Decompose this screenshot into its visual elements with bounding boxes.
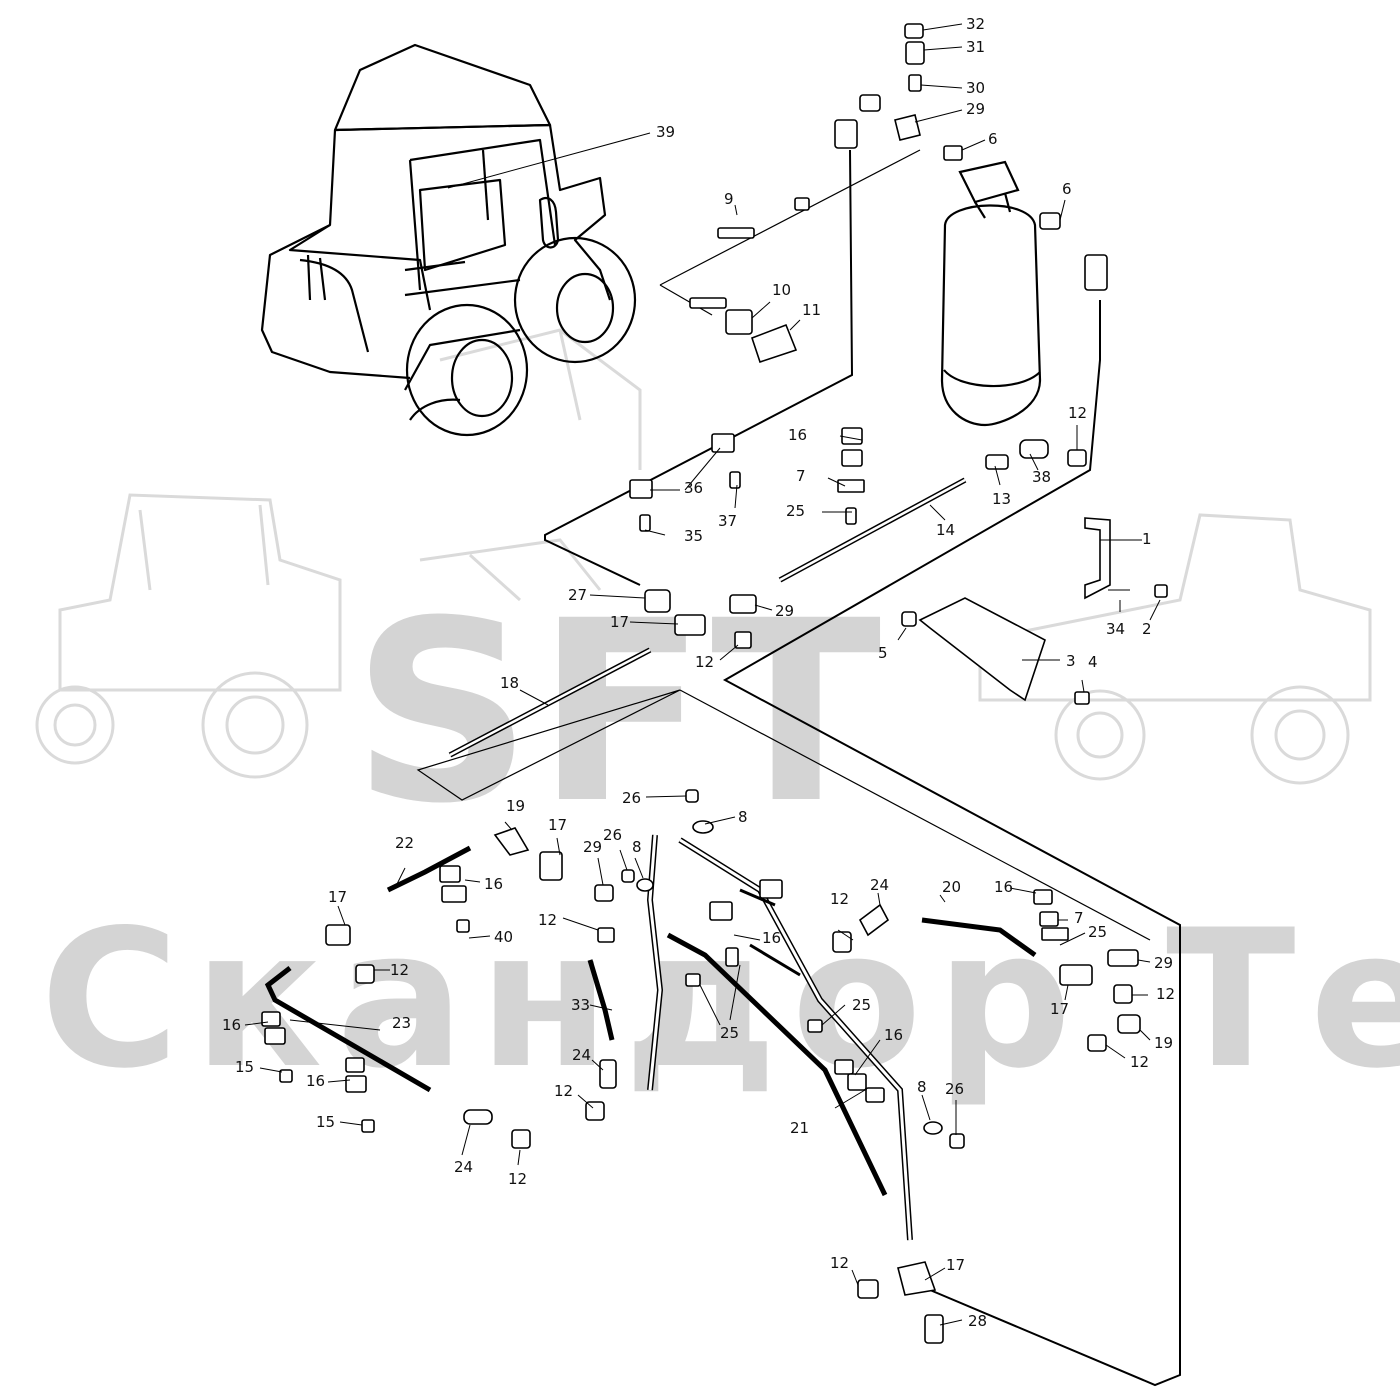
tractor-cab — [260, 43, 637, 437]
air-tank — [940, 160, 1042, 427]
callout-7: 7 — [1074, 909, 1084, 927]
callout-17: 17 — [610, 613, 629, 631]
callout-26: 26 — [945, 1080, 964, 1098]
callout-28: 28 — [968, 1312, 987, 1330]
callout-16: 16 — [788, 426, 807, 444]
callout-15: 15 — [235, 1058, 254, 1076]
callout-9: 9 — [724, 190, 734, 208]
callout-16: 16 — [306, 1072, 325, 1090]
callout-23: 23 — [392, 1014, 411, 1032]
callout-26: 26 — [603, 826, 622, 844]
callout-12: 12 — [1156, 985, 1175, 1003]
callout-20: 20 — [942, 878, 961, 896]
watermark-brand: SFT — [352, 567, 886, 858]
callout-8: 8 — [917, 1078, 927, 1096]
callout-11: 11 — [802, 301, 821, 319]
callout-25: 25 — [1088, 923, 1107, 941]
callout-25: 25 — [852, 996, 871, 1014]
callout-21: 21 — [790, 1119, 809, 1137]
callout-29: 29 — [583, 838, 602, 856]
callout-38: 38 — [1032, 468, 1051, 486]
callout-40: 40 — [494, 928, 513, 946]
callout-12: 12 — [830, 890, 849, 908]
callout-16: 16 — [222, 1016, 241, 1034]
pipe-layout — [264, 149, 1181, 1387]
callout-18: 18 — [500, 674, 519, 692]
callout-16: 16 — [484, 875, 503, 893]
callout-15: 15 — [316, 1113, 335, 1131]
callout-27: 27 — [568, 586, 587, 604]
callout-12: 12 — [695, 653, 714, 671]
callout-30: 30 — [966, 79, 985, 97]
callout-16: 16 — [994, 878, 1013, 896]
callout-25: 25 — [786, 502, 805, 520]
callout-6: 6 — [1062, 180, 1072, 198]
leader-lines — [244, 23, 1161, 1326]
callout-24: 24 — [572, 1046, 591, 1064]
callout-16: 16 — [762, 929, 781, 947]
callout-24: 24 — [454, 1158, 473, 1176]
callout-14: 14 — [936, 521, 955, 539]
callout-4: 4 — [1088, 653, 1098, 671]
callout-7: 7 — [796, 467, 806, 485]
watermark-city: Скандор Тек — [40, 889, 1400, 1110]
callout-35: 35 — [684, 527, 703, 545]
callout-12: 12 — [1068, 404, 1087, 422]
callout-19: 19 — [1154, 1034, 1173, 1052]
callout-12: 12 — [390, 961, 409, 979]
callout-17: 17 — [946, 1256, 965, 1274]
callouts: 32 31 30 29 6 6 39 9 10 11 12 16 7 25 36… — [222, 15, 1175, 1330]
watermark-tractor-right — [439, 328, 1372, 785]
fittings — [261, 23, 1168, 1344]
watermark-tractor-left — [35, 493, 602, 779]
callout-3: 3 — [1066, 652, 1076, 670]
callout-24: 24 — [870, 876, 889, 894]
callout-12: 12 — [538, 911, 557, 929]
callout-32: 32 — [966, 15, 985, 33]
callout-17: 17 — [1050, 1000, 1069, 1018]
callout-12: 12 — [1130, 1053, 1149, 1071]
callout-1: 1 — [1142, 530, 1152, 548]
callout-31: 31 — [966, 38, 985, 56]
callout-33: 33 — [571, 996, 590, 1014]
callout-10: 10 — [772, 281, 791, 299]
callout-19: 19 — [506, 797, 525, 815]
callout-39: 39 — [656, 123, 675, 141]
callout-36: 36 — [684, 479, 703, 497]
callout-29: 29 — [775, 602, 794, 620]
callout-22: 22 — [395, 834, 414, 852]
callout-12: 12 — [508, 1170, 527, 1188]
callout-37: 37 — [718, 512, 737, 530]
callout-17: 17 — [328, 888, 347, 906]
callout-25: 25 — [720, 1024, 739, 1042]
callout-16: 16 — [884, 1026, 903, 1044]
callout-13: 13 — [992, 490, 1011, 508]
callout-29: 29 — [1154, 954, 1173, 972]
callout-12: 12 — [830, 1254, 849, 1272]
callout-34: 34 — [1106, 620, 1125, 638]
callout-17: 17 — [548, 816, 567, 834]
callout-5: 5 — [878, 644, 888, 662]
callout-2: 2 — [1142, 620, 1152, 638]
callout-12: 12 — [554, 1082, 573, 1100]
callout-6: 6 — [988, 130, 998, 148]
callout-26: 26 — [622, 789, 641, 807]
callout-8: 8 — [738, 808, 748, 826]
callout-29: 29 — [966, 100, 985, 118]
callout-8: 8 — [632, 838, 642, 856]
